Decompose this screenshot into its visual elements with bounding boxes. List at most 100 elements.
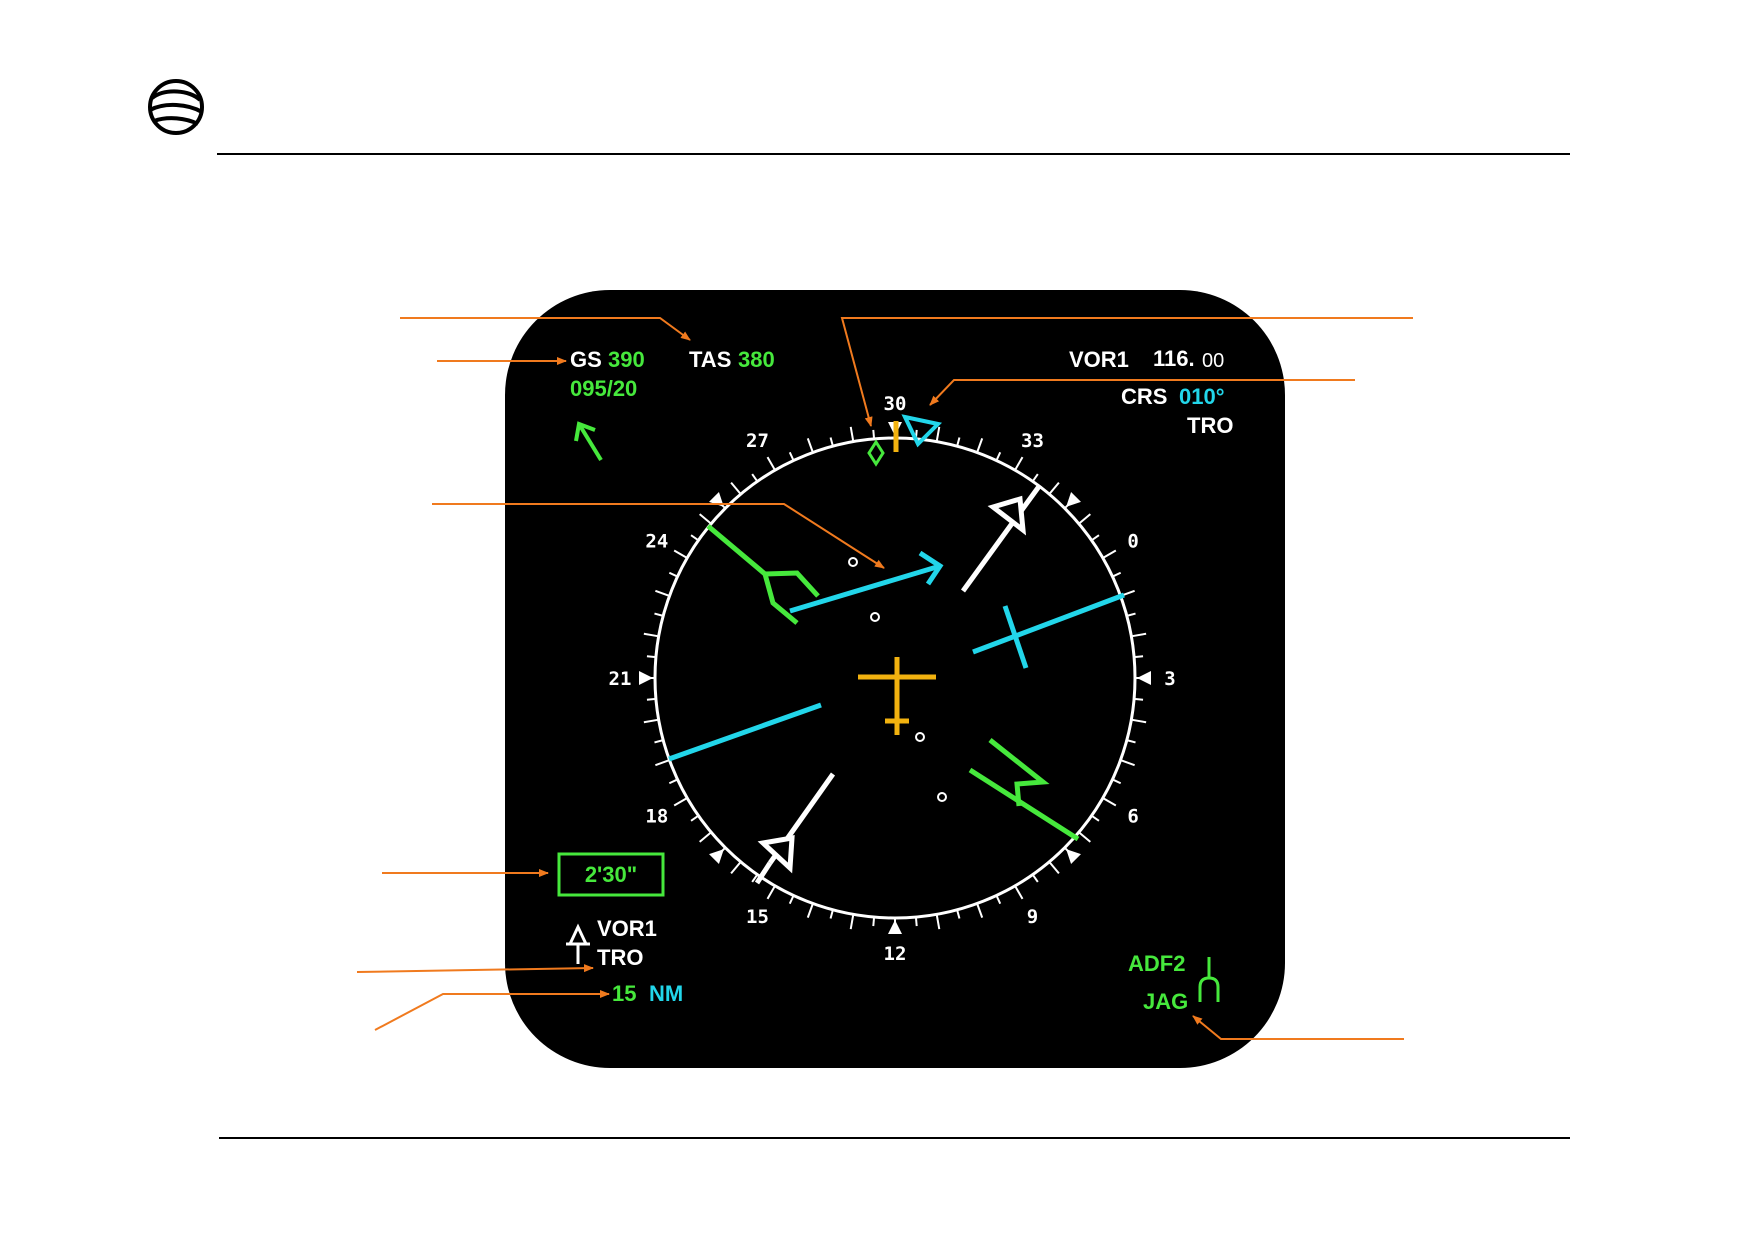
- compass-tick: [646, 697, 657, 701]
- compass-triangle-marks: [639, 422, 1151, 934]
- compass-label-15: 15: [746, 906, 769, 928]
- compass-tick: [788, 895, 795, 905]
- compass-tick: [872, 429, 876, 440]
- frequency-decimal: 00: [1202, 350, 1224, 372]
- track-diamond: [867, 439, 885, 467]
- selected-course-bug: [901, 414, 943, 448]
- compass-tick: [766, 456, 776, 471]
- compass-tick: [1078, 513, 1091, 525]
- vor-bearing-station: TRO: [597, 945, 643, 970]
- compass-tick: [1031, 874, 1039, 883]
- compass-triangle-mark: [888, 920, 902, 934]
- compass-tick: [655, 589, 670, 597]
- nav-source-label: VOR1: [1069, 347, 1129, 372]
- compass-tick: [1112, 571, 1122, 578]
- compass-tick: [655, 759, 670, 767]
- compass-tick: [643, 718, 659, 724]
- wind-readout: 095/20: [570, 376, 637, 401]
- compass-tick: [1091, 814, 1100, 822]
- adf-label: ADF2: [1128, 951, 1185, 976]
- compass-tick: [995, 451, 1002, 461]
- annotation-leaders: [356, 317, 1413, 1040]
- compass-tick: [849, 426, 855, 442]
- aircraft-symbol: [858, 657, 936, 735]
- compass-tick: [956, 909, 961, 919]
- compass-tick: [995, 895, 1002, 905]
- crs-value: 010°: [1179, 384, 1225, 409]
- deviation-dots: [848, 557, 947, 802]
- compass-label-21: 21: [609, 668, 632, 690]
- distance-unit: NM: [649, 981, 683, 1006]
- compass-tick: [1014, 885, 1024, 900]
- compass-tick: [1112, 778, 1122, 785]
- timer-value: 2'30": [585, 862, 637, 887]
- compass-tick: [1102, 549, 1117, 559]
- compass-tick: [730, 482, 742, 495]
- compass-tick: [1131, 718, 1147, 724]
- compass-label-3: 3: [1164, 668, 1175, 690]
- compass-tick: [976, 903, 984, 918]
- compass-tick: [849, 914, 855, 930]
- compass-tick: [668, 778, 678, 785]
- compass-label-12: 12: [884, 943, 907, 965]
- distance-value: 15: [612, 981, 636, 1006]
- compass-tick: [914, 916, 918, 927]
- compass-tick: [1048, 861, 1060, 874]
- compass-label-18: 18: [645, 806, 668, 828]
- course-deviation-indicator: [668, 550, 1125, 762]
- compass-tick: [699, 831, 712, 843]
- compass-triangle-mark: [639, 671, 653, 685]
- gs-label: GS: [570, 347, 602, 372]
- vor1-bearing-pointer: [754, 483, 1043, 885]
- compass-triangle-mark: [1066, 849, 1081, 864]
- compass-label-27: 27: [746, 430, 769, 452]
- compass-tick: [643, 632, 659, 638]
- frequency-main: 116.: [1153, 346, 1195, 371]
- compass-tick: [1133, 655, 1144, 659]
- compass-tick: [1102, 797, 1117, 807]
- compass-label-0: 0: [1127, 531, 1138, 553]
- compass-tick: [646, 655, 657, 659]
- timer-box: [557, 852, 665, 897]
- compass-tick: [1126, 612, 1136, 617]
- tas-value: 380: [738, 347, 775, 372]
- compass-triangle-mark: [1137, 671, 1151, 685]
- compass-tick: [829, 437, 834, 447]
- compass-tick: [699, 513, 712, 525]
- compass-tick: [956, 437, 961, 447]
- compass-tick: [690, 814, 699, 822]
- adf2-bearing-pointer: [706, 524, 1080, 842]
- compass-tick: [935, 914, 941, 930]
- compass-tick: [654, 739, 664, 744]
- compass-label-24: 24: [645, 531, 668, 553]
- company-logo: [148, 79, 204, 135]
- compass-tick: [1048, 482, 1060, 495]
- compass-tick: [935, 426, 941, 442]
- compass-tick: [976, 438, 984, 453]
- compass-tick: [1091, 534, 1100, 542]
- compass-label-30: 30: [884, 393, 907, 415]
- compass-tick: [1031, 473, 1039, 482]
- tas-label: TAS: [689, 347, 731, 372]
- vor-pointer-icon: [566, 923, 590, 964]
- compass-tick: [751, 473, 759, 482]
- vor-bearing-label: VOR1: [597, 916, 657, 941]
- compass-label-33: 33: [1021, 430, 1044, 452]
- gs-value: 390: [608, 347, 645, 372]
- compass-tick: [730, 861, 742, 874]
- compass-tick: [668, 571, 678, 578]
- compass-tick: [654, 612, 664, 617]
- crs-label: CRS: [1121, 384, 1167, 409]
- compass-tick: [751, 874, 759, 883]
- compass-tick: [690, 534, 699, 542]
- compass-tick: [1078, 831, 1091, 843]
- compass-label-6: 6: [1127, 806, 1138, 828]
- compass-tick: [788, 451, 795, 461]
- compass-tick: [1126, 739, 1136, 744]
- station-ident-top: TRO: [1187, 413, 1233, 438]
- compass-tick: [1133, 697, 1144, 701]
- adf-pointer-icon: [1198, 957, 1220, 1002]
- compass-triangle-mark: [1066, 492, 1081, 507]
